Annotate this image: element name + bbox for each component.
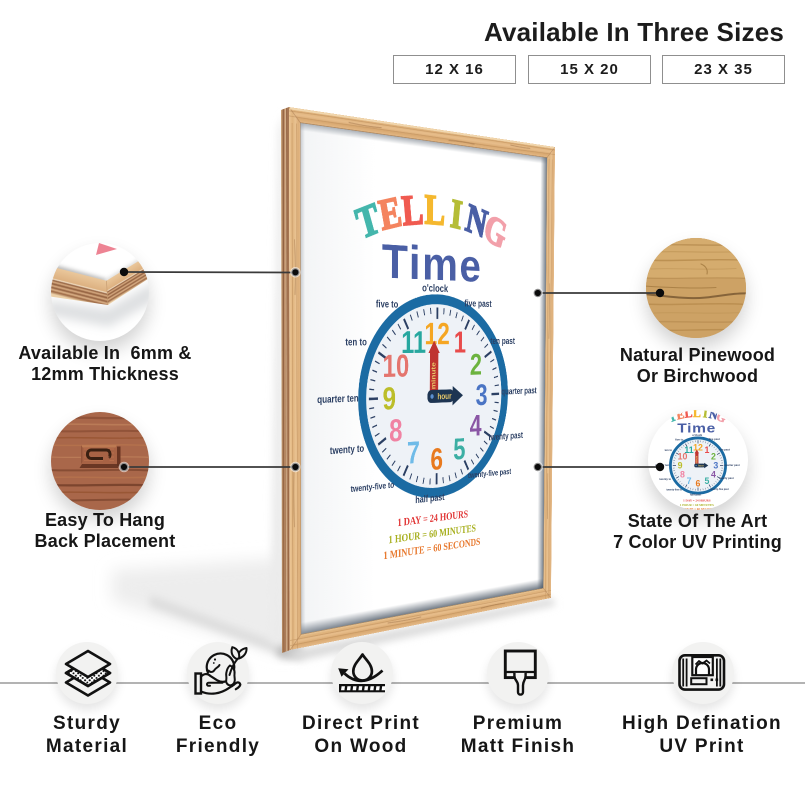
svg-text:7: 7 [687, 476, 692, 486]
svg-text:9: 9 [678, 461, 683, 471]
svg-text:4: 4 [470, 409, 482, 443]
svg-text:4: 4 [711, 470, 716, 480]
svg-text:12: 12 [424, 317, 449, 352]
svg-text:11: 11 [401, 325, 426, 360]
svg-text:10: 10 [678, 452, 688, 462]
svg-text:1: 1 [705, 445, 710, 455]
svg-text:5: 5 [705, 476, 710, 486]
svg-text:7: 7 [407, 436, 420, 471]
svg-text:hour: hour [437, 392, 451, 402]
svg-text:5: 5 [453, 433, 465, 467]
svg-text:3: 3 [476, 379, 488, 412]
svg-text:10: 10 [382, 349, 409, 385]
svg-text:8: 8 [389, 413, 402, 449]
svg-text:2: 2 [711, 452, 716, 462]
svg-text:6: 6 [696, 478, 701, 488]
svg-text:minute: minute [430, 362, 437, 389]
svg-text:1: 1 [454, 326, 466, 360]
svg-text:9: 9 [383, 381, 397, 417]
svg-text:minute: minute [695, 455, 698, 463]
svg-text:11: 11 [684, 445, 693, 455]
svg-text:2: 2 [470, 348, 482, 381]
svg-text:12: 12 [693, 443, 703, 453]
svg-text:3: 3 [713, 461, 718, 471]
svg-text:8: 8 [680, 470, 685, 480]
svg-text:hour: hour [698, 464, 704, 467]
svg-text:6: 6 [430, 442, 443, 477]
